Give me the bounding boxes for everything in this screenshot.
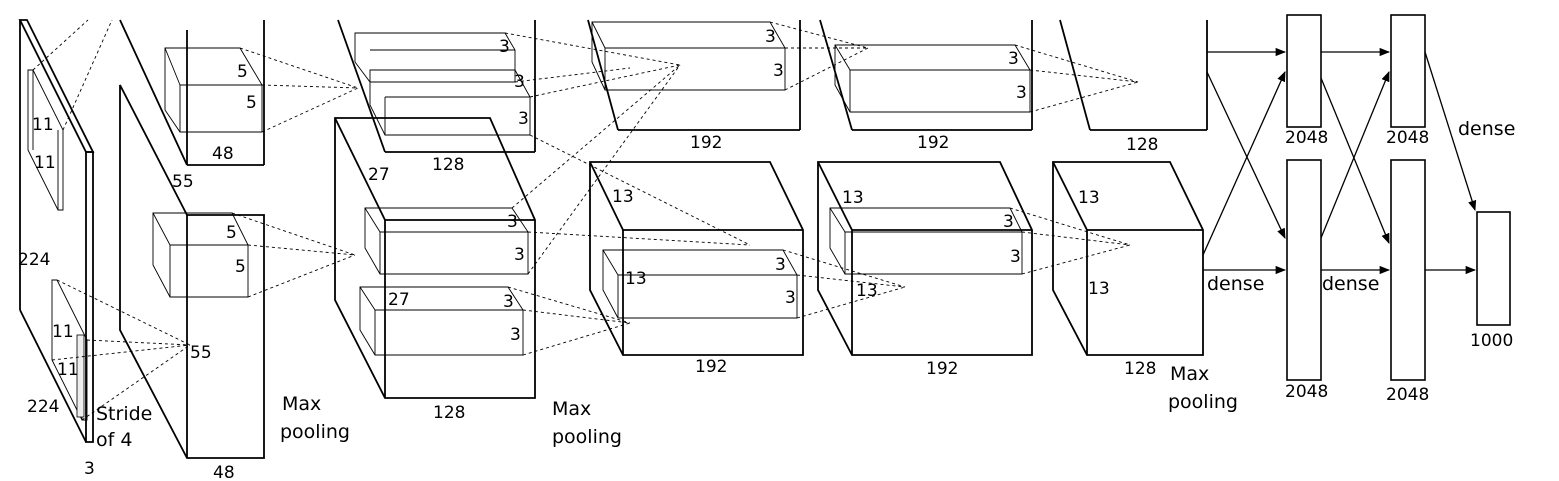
dense-label: dense: [1207, 273, 1264, 295]
input-height-label: 224: [18, 250, 50, 270]
conv2-block: [334, 19, 536, 399]
conv4-kernel-label: 3: [1010, 247, 1021, 267]
fc8-size-label: 1000: [1470, 331, 1513, 351]
conv2-kernel-label: 3: [510, 325, 521, 345]
maxpool-label: Max: [1170, 363, 1209, 385]
maxpool-label: pooling: [552, 426, 622, 448]
conv3-spatial-label: 13: [612, 187, 634, 207]
conv1-kernel-label: 5: [226, 223, 237, 243]
maxpool-label: Max: [552, 398, 591, 420]
conv4-dashed-projections: [1009, 44, 1139, 275]
input-width-label: 224: [27, 397, 59, 417]
conv4-spatial-label: 13: [842, 188, 864, 208]
conv2-kernel-label: 3: [514, 245, 525, 265]
fc6-lower: [1286, 159, 1322, 381]
fc6-size-label: 2048: [1285, 382, 1328, 402]
stride-label: of 4: [96, 429, 132, 451]
conv5-block: [1052, 19, 1208, 356]
conv4-kernel-label: 3: [1016, 83, 1027, 103]
input-kernel-label: 11: [34, 153, 56, 173]
conv3-spatial-label: 13: [625, 269, 647, 289]
conv1-kernel-label: 5: [237, 62, 248, 82]
conv3-kernel-label: 3: [775, 255, 786, 275]
input-kernel-label: 11: [32, 115, 54, 135]
conv2-kernel-label: 3: [499, 37, 510, 57]
input-dashed-projections: [32, 19, 191, 421]
conv1-spatial-label: 55: [172, 172, 194, 192]
maxpool-label: Max: [282, 393, 321, 415]
fc7-size-label: 2048: [1386, 128, 1429, 148]
conv4-kernel-label: 3: [1003, 212, 1014, 232]
conv3-kernel-label: 3: [773, 61, 784, 81]
dense-label: dense: [1458, 118, 1515, 140]
maxpool-label: pooling: [280, 421, 350, 443]
stride-label: Stride: [96, 403, 152, 425]
conv3-kernel-label: 3: [785, 288, 796, 308]
conv1-depth-label: 48: [213, 463, 235, 481]
conv3-depth-label: 192: [695, 357, 727, 377]
fc-arrows: [1202, 47, 1477, 275]
conv1-depth-label: 48: [212, 144, 234, 164]
conv5-spatial-label: 13: [1078, 188, 1100, 208]
conv5-depth-label: 128: [1124, 359, 1156, 379]
conv4-spatial-label: 13: [856, 281, 878, 301]
fc-layers: [1286, 14, 1511, 381]
conv3-dashed-projections: [769, 21, 906, 319]
conv4-depth-label: 192: [917, 133, 949, 153]
input-kernel-label: 11: [57, 360, 79, 380]
input-image-block: [18, 19, 95, 443]
conv1-block: [119, 19, 265, 459]
conv2-depth-label: 128: [432, 155, 464, 175]
conv2-kernel-label: 3: [503, 292, 514, 312]
fc6-upper: [1286, 14, 1322, 128]
conv2-kernel-label: 3: [518, 109, 529, 129]
conv5-spatial-label: 13: [1088, 279, 1110, 299]
conv2-dashed-projections: [504, 32, 751, 356]
fc7-size-label: 2048: [1386, 385, 1429, 405]
input-kernel-label: 11: [52, 322, 74, 342]
fc8-output: [1476, 211, 1511, 326]
maxpool-label: pooling: [1168, 391, 1238, 413]
fc7-lower: [1390, 159, 1426, 381]
conv1-kernel-label: 5: [246, 93, 257, 113]
labels: 11 11 224 11 11 224 3 Stride of 4 55 5 5…: [18, 27, 1515, 481]
conv1-spatial-label: 55: [190, 343, 212, 363]
conv4-depth-label: 192: [926, 359, 958, 379]
conv2-kernel-label: 3: [507, 212, 518, 232]
fc6-size-label: 2048: [1285, 128, 1328, 148]
conv2-spatial-label: 27: [368, 165, 390, 185]
conv2-kernel-label: 3: [514, 72, 525, 92]
conv5-depth-label: 128: [1126, 135, 1158, 155]
conv3-block: [587, 19, 804, 356]
conv3-depth-label: 192: [690, 133, 722, 153]
fc7-upper: [1390, 14, 1426, 128]
conv2-depth-label: 128: [433, 403, 465, 423]
conv3-kernel-label: 3: [765, 27, 776, 47]
conv2-spatial-label: 27: [388, 290, 410, 310]
input-channels-label: 3: [84, 459, 95, 479]
dense-label: dense: [1322, 273, 1379, 295]
conv1-kernel-label: 5: [235, 257, 246, 277]
conv4-kernel-label: 3: [1008, 49, 1019, 69]
